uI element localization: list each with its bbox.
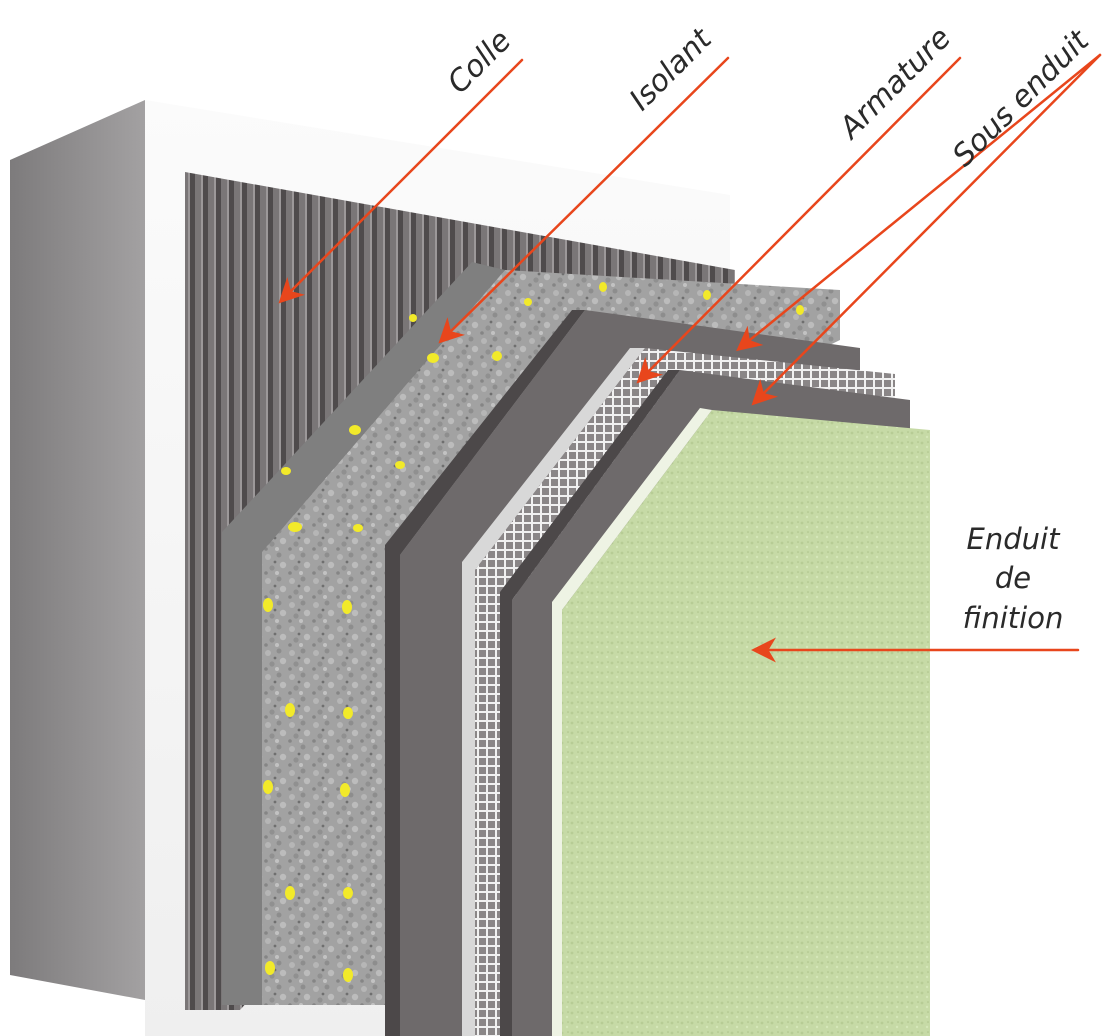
insulation-edge	[222, 262, 505, 1005]
insulation-board	[222, 262, 840, 1005]
label-sous-enduit: Sous enduit	[946, 23, 1097, 174]
arrow-armature	[636, 56, 962, 384]
arrow-sous-enduit-top	[736, 53, 1102, 352]
label-enduit-line3: finition	[963, 601, 1064, 635]
label-colle: Colle	[441, 23, 518, 100]
insulation-dots	[263, 282, 804, 982]
insulation-face	[262, 270, 840, 1005]
label-enduit-line1: Enduit	[967, 522, 1062, 556]
arrow-colle	[278, 58, 524, 304]
base-coat-face	[400, 310, 860, 1036]
mesh-edge	[462, 348, 645, 1036]
arrow-sous-enduit-bottom	[751, 53, 1102, 406]
label-enduit-line2: de	[995, 561, 1031, 595]
label-armature: Armature	[831, 20, 958, 147]
base-coat-layer	[385, 310, 860, 1036]
second-coat-edge	[500, 370, 680, 1036]
base-coat-edge	[385, 310, 585, 1036]
finish-coat-layer	[552, 408, 930, 1036]
finish-coat-edge	[552, 408, 712, 1036]
callout-arrows	[278, 53, 1102, 663]
arrow-isolant	[438, 56, 730, 344]
wall-side	[10, 100, 145, 1000]
label-isolant: Isolant	[623, 21, 720, 118]
finish-coat-face	[562, 410, 930, 1036]
